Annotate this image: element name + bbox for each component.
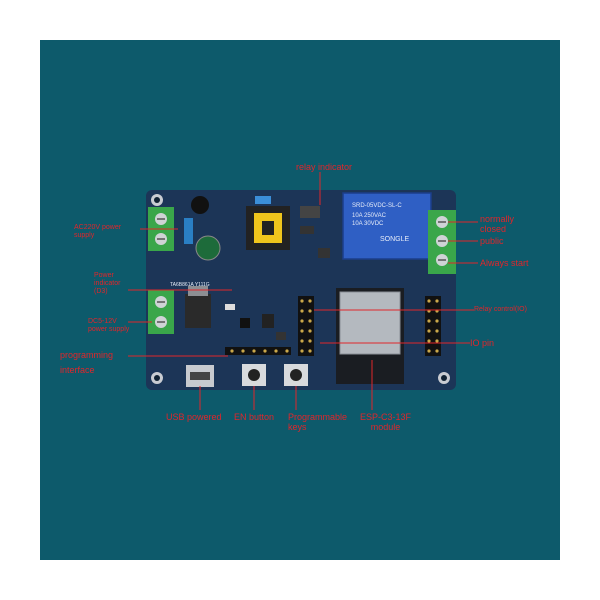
en-button-part [242,364,266,386]
label-normally-closed-line2: closed [480,224,507,234]
label-relay-control: Relay control(IO) [474,306,527,313]
label-programmable-keys-line1: Programmable [288,412,348,422]
relay-terminal-block [428,210,456,274]
label-en-button: EN button [234,412,275,422]
label-usb-powered: USB powered [166,412,222,422]
label-dc-power-line1: DC5-12V [88,318,117,325]
label-power-indicator: Power indicator (D3) [94,272,120,296]
voltage-regulator [185,294,211,328]
blue-film-cap [255,196,271,204]
label-io-pin: IO pin [470,338,495,348]
board-chip-text: TA6B861A Y111G [170,282,210,288]
label-dc-power-line2: power supply [88,326,130,333]
label-programming-line1: programming [60,350,114,360]
label-normally-closed-line1: normally [480,214,515,224]
label-programming-line2: interface [60,365,95,375]
programming-header [225,347,291,355]
label-dc-power: DC5-12V power supply [88,318,129,334]
programmable-button-part [284,364,308,386]
label-ac-power-line1: AC220V power [74,224,122,231]
label-power-indicator-line1: Power [94,272,114,279]
label-normally-closed: normally closed [480,214,514,234]
dc-terminal-block [148,290,174,334]
label-programming-interface: programming interface [60,350,113,375]
pin-header-middle [298,296,314,356]
relay [342,192,432,260]
label-esp-module: ESP-C3-13F module [360,412,411,432]
esp-module [336,288,404,384]
pin-header-right [425,296,441,356]
blue-cap [184,218,193,244]
label-public: public [480,236,504,246]
label-ac-power-line2: supply [74,232,95,239]
label-esp-module-line1: ESP-C3-13F [360,412,412,422]
label-always-start: Always start [480,258,529,268]
label-ac-power: AC220V power supply [74,224,121,240]
transistor [191,196,209,214]
label-relay-indicator: relay indicator [296,162,353,172]
relay-brand-text: SONGLE [380,236,410,243]
relay-model-text: SRD-05VDC-SL-C [352,203,402,209]
label-power-indicator-line2: indicator [94,280,121,287]
label-esp-module-line2: module [370,422,401,432]
label-programmable-keys: Programmable keys [288,412,347,432]
label-programmable-keys-line2: keys [288,422,307,432]
label-power-indicator-line3: (D3) [94,288,108,295]
electrolytic-cap [195,235,221,261]
relay-rating-text-2: 10A 30VDC [352,221,384,227]
relay-rating-text-1: 10A 250VAC [352,213,386,219]
